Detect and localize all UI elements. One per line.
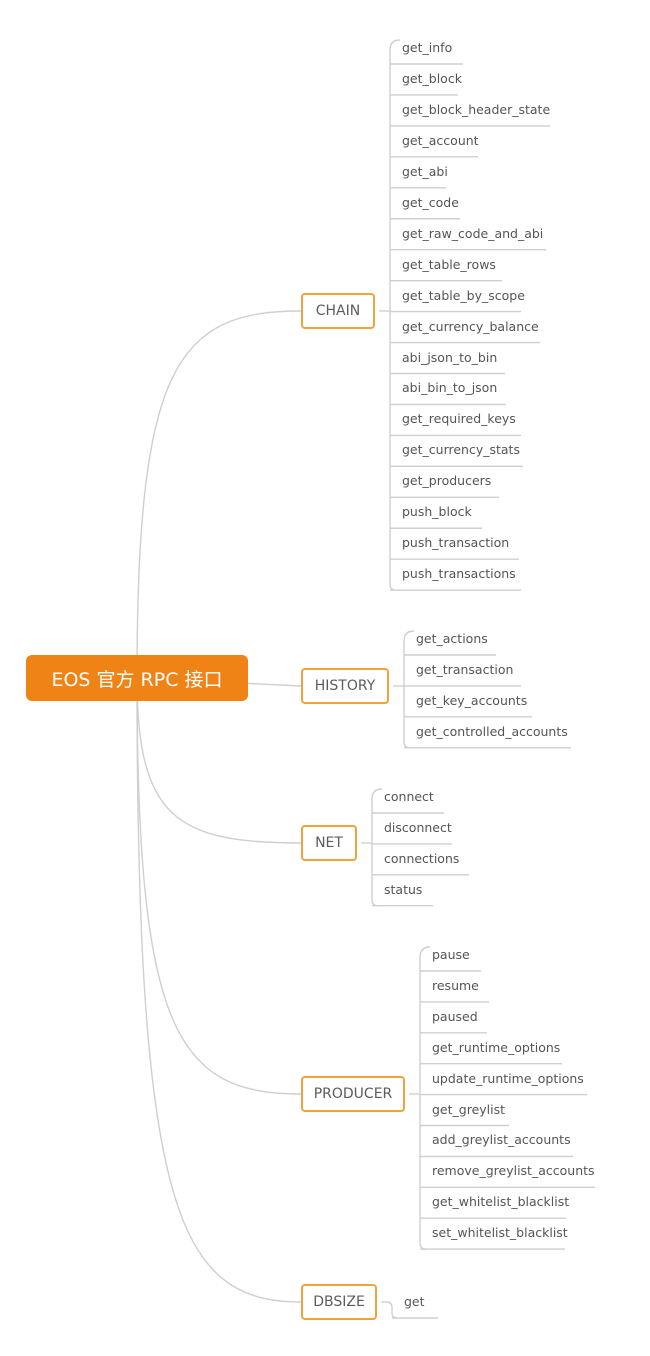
leaf-node-producer-get-runtime-options[interactable]: get_runtime_options — [432, 1039, 561, 1055]
leaf-node-producer-resume[interactable]: resume — [432, 977, 479, 993]
leaf-node-chain-get-table-by-scope[interactable]: get_table_by_scope — [402, 287, 525, 303]
dbsize-spine — [386, 1301, 398, 1319]
leaf-node-net-connect[interactable]: connect — [384, 789, 434, 804]
root-label: EOS 官方 RPC 接口 — [51, 668, 223, 691]
branch-node-dbsize[interactable]: DBSIZE — [301, 1284, 377, 1320]
leaf-node-chain-abi-json-to-bin[interactable]: abi_json_to_bin — [402, 349, 498, 365]
leaf-node-chain-get-account[interactable]: get_account — [402, 132, 479, 148]
leaf-node-chain-push-block[interactable]: push_block — [402, 504, 472, 520]
leaf-node-chain-get-code[interactable]: get_code — [402, 194, 459, 210]
producer-root-connector — [136, 677, 302, 1095]
leaf-node-producer-remove-greylist-accounts[interactable]: remove_greylist_accounts — [432, 1163, 595, 1179]
leaf-node-chain-get-producers[interactable]: get_producers — [402, 473, 492, 489]
leaf-node-history-get-actions[interactable]: get_actions — [416, 631, 488, 646]
leaf-node-chain-get-abi[interactable]: get_abi — [402, 163, 448, 179]
leaf-node-dbsize-get[interactable]: get — [404, 1294, 425, 1309]
branch-node-history[interactable]: HISTORY — [301, 668, 389, 704]
producer-spine — [419, 946, 431, 1250]
branch-label-chain: CHAIN — [315, 303, 361, 319]
branch-node-producer[interactable]: PRODUCER — [301, 1076, 405, 1112]
leaf-node-producer-pause[interactable]: pause — [432, 947, 470, 962]
leaf-node-producer-add-greylist-accounts[interactable]: add_greylist_accounts — [432, 1132, 571, 1148]
leaf-node-chain-push-transactions[interactable]: push_transactions — [402, 566, 516, 582]
leaf-node-producer-paused[interactable]: paused — [432, 1008, 478, 1024]
leaf-node-chain-get-block-header-state[interactable]: get_block_header_state — [402, 101, 551, 117]
leaf-node-net-disconnect[interactable]: disconnect — [384, 819, 452, 835]
leaf-node-producer-get-greylist[interactable]: get_greylist — [432, 1101, 506, 1117]
leaf-node-history-get-key-accounts[interactable]: get_key_accounts — [416, 692, 528, 708]
chain-root-connector — [136, 310, 302, 679]
net-root-connector — [136, 677, 302, 844]
leaf-node-net-connections[interactable]: connections — [384, 850, 460, 866]
leaf-node-chain-get-raw-code-and-abi[interactable]: get_raw_code_and_abi — [402, 225, 544, 241]
branch-label-dbsize: DBSIZE — [313, 1294, 365, 1310]
net-spine — [371, 788, 383, 907]
branch-node-net[interactable]: NET — [301, 825, 357, 861]
leaf-node-history-get-controlled-accounts[interactable]: get_controlled_accounts — [416, 723, 568, 739]
leaf-node-chain-get-info[interactable]: get_info — [402, 40, 453, 55]
leaf-node-chain-get-block[interactable]: get_block — [402, 70, 462, 86]
leaf-node-producer-set-whitelist-blacklist[interactable]: set_whitelist_blacklist — [432, 1225, 568, 1241]
branch-node-chain[interactable]: CHAIN — [301, 293, 375, 329]
leaf-node-chain-get-currency-balance[interactable]: get_currency_balance — [402, 318, 539, 334]
branch-label-producer: PRODUCER — [313, 1086, 393, 1102]
leaf-node-chain-get-currency-stats[interactable]: get_currency_stats — [402, 442, 520, 458]
history-spine — [403, 630, 415, 749]
root-node[interactable]: EOS 官方 RPC 接口 — [26, 655, 248, 701]
leaf-node-chain-get-required-keys[interactable]: get_required_keys — [402, 411, 516, 427]
branch-label-history: HISTORY — [314, 678, 376, 694]
leaf-node-chain-get-table-rows[interactable]: get_table_rows — [402, 256, 496, 272]
leaf-node-net-status[interactable]: status — [384, 881, 423, 897]
branch-label-net: NET — [315, 835, 343, 851]
leaf-node-producer-update-runtime-options[interactable]: update_runtime_options — [432, 1070, 584, 1086]
leaf-node-producer-get-whitelist-blacklist[interactable]: get_whitelist_blacklist — [432, 1194, 570, 1210]
chain-spine — [389, 39, 401, 591]
dbsize-root-connector — [136, 677, 302, 1303]
leaf-node-chain-abi-bin-to-json[interactable]: abi_bin_to_json — [402, 380, 498, 396]
leaf-node-chain-push-transaction[interactable]: push_transaction — [402, 535, 510, 551]
leaf-node-history-get-transaction[interactable]: get_transaction — [416, 661, 514, 677]
